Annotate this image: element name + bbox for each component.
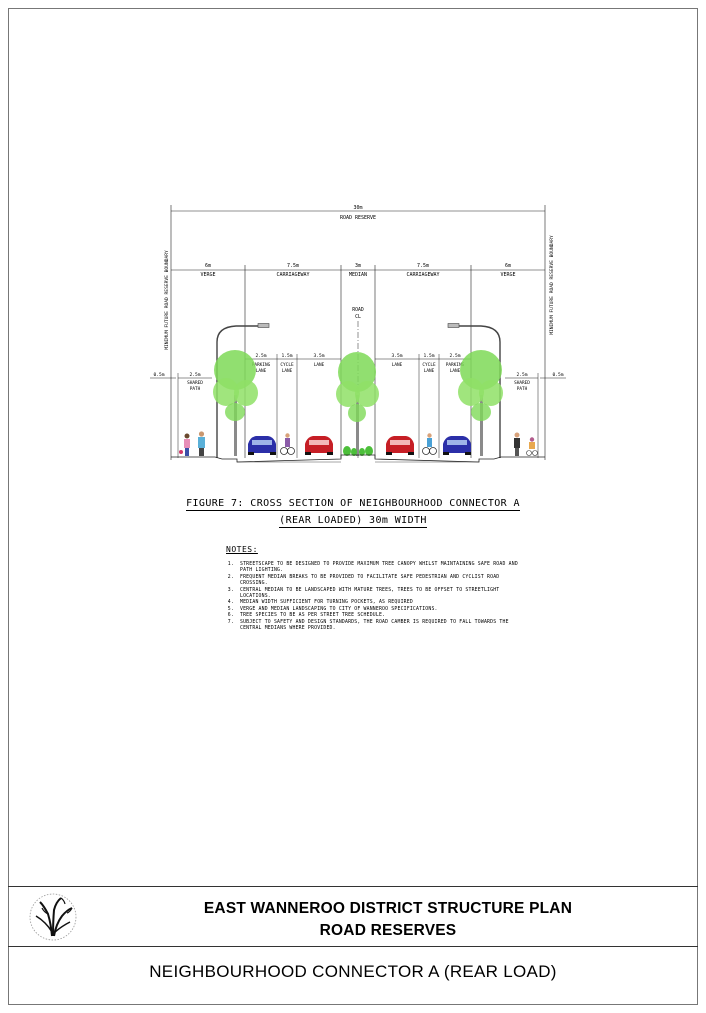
total-width-label: 30m — [353, 205, 362, 211]
notes-block: NOTES: STREETSCAPE TO BE DESIGNED TO PRO… — [226, 545, 526, 632]
city-logo-icon — [29, 893, 77, 941]
cycle-label-right-1: CYCLE — [422, 362, 436, 368]
note-item: CENTRAL MEDIAN TO BE LANDSCAPED WITH MAT… — [237, 588, 526, 601]
title-block: EAST WANNEROO DISTRICT STRUCTURE PLAN RO… — [8, 886, 698, 1006]
parking-label-right-2: LANE — [450, 368, 461, 374]
lane-label-right: LANE — [392, 362, 403, 368]
median-label: MEDIAN — [349, 272, 367, 278]
notes-title: NOTES: — [226, 545, 258, 554]
note-item: VERGE AND MEDIAN LANDSCAPING TO CITY OF … — [237, 607, 526, 613]
verge-label-right: VERGE — [500, 272, 515, 278]
shared-path-label-left-1: SHARED — [187, 380, 203, 386]
carriageway-width-right: 7.5m — [417, 263, 429, 269]
lane-width-right: 3.5m — [391, 353, 402, 359]
road-cl-label-2: CL — [355, 314, 361, 320]
shared-path-width-left: 2.5m — [189, 372, 200, 378]
car-red-right — [386, 436, 414, 455]
road-surface — [171, 454, 545, 463]
cycle-width-right: 1.5m — [423, 353, 434, 359]
tree-left — [213, 350, 258, 456]
note-item: TREE SPECIES TO BE AS PER STREET TREE SC… — [237, 613, 526, 619]
figure-caption-line1: FIGURE 7: CROSS SECTION OF NEIGHBOURHOOD… — [186, 498, 520, 511]
edge-width-left: 0.5m — [153, 372, 164, 378]
pedestrians-right — [514, 432, 538, 456]
cross-section-diagram: 30m ROAD RESERVE MINIMUM FUTURE ROAD RES… — [150, 205, 566, 463]
streetlight-right — [447, 323, 501, 458]
tree-median — [336, 352, 379, 456]
page-frame — [8, 8, 698, 1005]
parking-width-left: 2.5m — [255, 353, 266, 359]
note-item: MEDIAN WIDTH SUFFICIENT FOR TURNING POCK… — [237, 600, 526, 606]
lane-label-left: LANE — [314, 362, 325, 368]
note-item: FREQUENT MEDIAN BREAKS TO BE PROVIDED TO… — [237, 575, 526, 588]
carriageway-width-left: 7.5m — [287, 263, 299, 269]
cycle-label-right-2: LANE — [424, 368, 435, 374]
document-title: EAST WANNEROO DISTRICT STRUCTURE PLAN — [203, 900, 573, 917]
pedestrians-left — [179, 431, 205, 456]
boundary-label-right: MINIMUM FUTURE ROAD RESERVE BOUNDARY — [549, 235, 555, 335]
cycle-label-left-2: LANE — [282, 368, 293, 374]
edge-width-right: 0.5m — [552, 372, 563, 378]
cycle-width-left: 1.5m — [281, 353, 292, 359]
car-blue-left — [248, 436, 276, 455]
boundary-label-left: MINIMUM FUTURE ROAD RESERVE BOUNDARY — [164, 250, 170, 350]
parking-label-left-2: LANE — [256, 368, 267, 374]
verge-width-right: 6m — [505, 263, 511, 269]
shared-path-label-right-2: PATH — [517, 386, 528, 392]
shared-path-label-left-2: PATH — [190, 386, 201, 392]
car-red-left — [305, 436, 333, 455]
streetlight-left — [216, 323, 270, 458]
lane-width-left: 3.5m — [313, 353, 324, 359]
cycle-label-left-1: CYCLE — [280, 362, 294, 368]
parking-label-right-1: PARKING — [446, 362, 465, 368]
document-subtitle: NEIGHBOURHOOD CONNECTOR A (REAR LOAD) — [149, 962, 557, 981]
verge-label-left: VERGE — [200, 272, 215, 278]
title-block-top-rule — [8, 886, 698, 887]
document-title-line2: ROAD RESERVES — [319, 922, 457, 939]
figure-caption-2: (REAR LOADED) 30m WIDTH — [140, 514, 566, 528]
lane-dimension-lines — [150, 354, 566, 458]
parking-width-right: 2.5m — [449, 353, 460, 359]
tree-right — [458, 350, 503, 456]
title-block-mid-rule — [8, 946, 698, 947]
road-cl-label-1: ROAD — [352, 307, 364, 313]
median-width: 3m — [355, 263, 361, 269]
verge-width-left: 6m — [205, 263, 211, 269]
note-item: SUBJECT TO SAFETY AND DESIGN STANDARDS, … — [237, 620, 526, 633]
cyclist-left — [280, 433, 295, 455]
cyclist-right — [422, 433, 437, 455]
road-reserve-dimension — [170, 205, 546, 460]
carriageway-label-right: CARRIAGEWAY — [406, 272, 439, 278]
figure-caption-line2: (REAR LOADED) 30m WIDTH — [279, 515, 427, 528]
road-reserve-label: ROAD RESERVE — [340, 215, 376, 221]
notes-list: STREETSCAPE TO BE DESIGNED TO PROVIDE MA… — [226, 562, 526, 632]
carriageway-label-left: CARRIAGEWAY — [276, 272, 309, 278]
median-shrubs — [343, 446, 373, 456]
car-blue-right — [443, 436, 471, 455]
parking-label-left-1: PARKING — [252, 362, 271, 368]
shared-path-width-right: 2.5m — [516, 372, 527, 378]
note-item: STREETSCAPE TO BE DESIGNED TO PROVIDE MA… — [237, 562, 526, 575]
shared-path-label-right-1: SHARED — [514, 380, 530, 386]
figure-caption: FIGURE 7: CROSS SECTION OF NEIGHBOURHOOD… — [140, 497, 566, 511]
